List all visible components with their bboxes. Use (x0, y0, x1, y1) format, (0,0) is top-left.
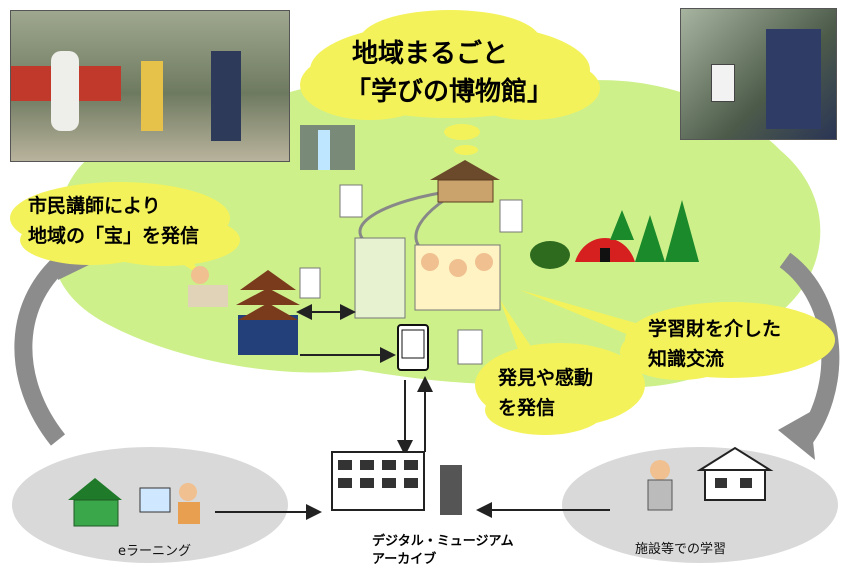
archive-label-line1: デジタル・ミュージアム (372, 533, 514, 549)
facility-ellipse (562, 447, 838, 563)
tour-group-illustration (354, 237, 501, 319)
citizen-lecturer-line1: 市民講師により (28, 194, 161, 217)
knowledge-exchange-line1: 学習財を介した (648, 317, 781, 340)
waterfall-icon (300, 125, 355, 170)
pagoda-icon (236, 270, 300, 355)
facility-label: 施設等での学習 (635, 541, 726, 557)
lecturer-illustration (188, 266, 228, 307)
mobile-user-photo (680, 8, 837, 140)
plant-icon (530, 241, 570, 269)
archive-label-line2: アーカイブ (372, 551, 436, 567)
pda-icon[interactable] (397, 324, 429, 371)
discovery-line1: 発見や感動 (497, 366, 593, 389)
discovery-line2: を発信 (498, 396, 555, 419)
reading-person-icon (647, 460, 673, 511)
tent-icon (575, 238, 635, 262)
citizen-lecturer-cloud (10, 182, 240, 275)
left-cycle-arrow (14, 247, 76, 446)
house-icon (696, 446, 774, 501)
title-cloud (300, 10, 600, 155)
temple-icon (430, 160, 500, 203)
citizen-lecturer-line2: 地域の「宝」を発信 (28, 224, 199, 247)
knowledge-exchange-line2: 知識交流 (648, 347, 724, 370)
tree-icon (610, 200, 699, 262)
house-icon (68, 478, 122, 527)
knowledge-exchange-cloud (520, 290, 835, 380)
tourists-photo (10, 10, 290, 162)
computer-user-icon (139, 483, 200, 524)
mobile-phone-icon (299, 184, 523, 365)
building-icon (331, 451, 462, 515)
discovery-cloud (475, 300, 645, 435)
title-line2: 「学びの博物館」 (345, 76, 553, 107)
elearning-label: eラーニング (118, 544, 191, 559)
title-line1: 地域まるごと (352, 38, 508, 69)
